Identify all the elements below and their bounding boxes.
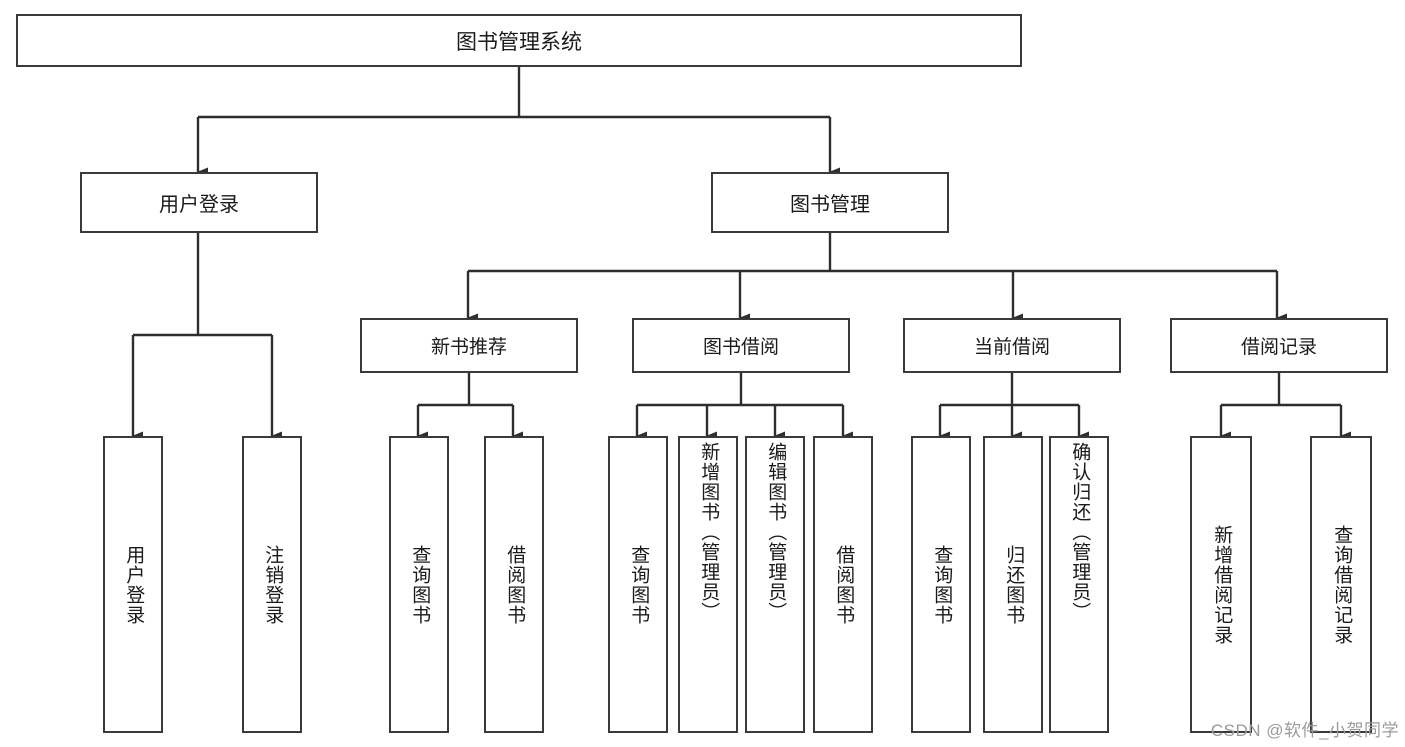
node-borrow-record[interactable]: 借阅记录 [1170,318,1388,373]
leaf-node-inner: 查询借阅记录 [1312,438,1370,731]
leaf-node-label: 确认归还（管理员） [1069,442,1091,622]
leaf-node-label: 查询图书 [628,544,650,625]
leaf-node[interactable]: 查询图书 [911,436,971,733]
leaf-node-label: 查询图书 [931,544,953,625]
leaf-node-inner: 借阅图书 [486,438,542,731]
node-current-borrow[interactable]: 当前借阅 [903,318,1121,373]
leaf-node[interactable]: 编辑图书（管理员） [745,436,805,733]
node-book-management-label: 图书管理 [790,194,870,216]
leaf-node-label: 借阅图书 [504,544,526,625]
leaf-node[interactable]: 归还图书 [983,436,1043,733]
node-new-book-recommend[interactable]: 新书推荐 [360,318,578,373]
leaf-node[interactable]: 查询借阅记录 [1310,436,1372,733]
leaf-node-inner: 查询图书 [610,438,666,731]
csdn-watermark: CSDN @软件_小贺同学 [1210,721,1399,740]
leaf-node-label: 用户登录 [123,544,145,625]
node-new-book-recommend-label: 新书推荐 [430,337,507,358]
leaf-node-inner: 新增图书（管理员） [680,438,736,735]
leaf-node-inner: 新增借阅记录 [1192,438,1250,731]
node-user-login-label: 用户登录 [159,194,239,216]
leaf-node[interactable]: 新增借阅记录 [1190,436,1252,733]
leaf-node[interactable]: 查询图书 [389,436,449,733]
leaf-node-inner: 归还图书 [985,438,1041,731]
leaf-node-label: 查询借阅记录 [1331,524,1353,645]
leaf-node-inner: 查询图书 [913,438,969,731]
node-book-borrow[interactable]: 图书借阅 [632,318,850,373]
leaf-node-label: 注销登录 [262,544,284,625]
leaf-node[interactable]: 借阅图书 [484,436,544,733]
leaf-node[interactable]: 确认归还（管理员） [1049,436,1109,733]
leaf-node[interactable]: 借阅图书 [813,436,873,733]
leaf-node-label: 归还图书 [1003,544,1025,625]
node-user-login[interactable]: 用户登录 [80,172,318,233]
leaf-node-inner: 用户登录 [105,438,161,731]
leaf-node-label: 查询图书 [409,544,431,625]
leaf-node-inner: 借阅图书 [815,438,871,731]
node-borrow-record-label: 借阅记录 [1240,337,1317,358]
node-root-label: 图书管理系统 [456,30,582,54]
leaf-node-label: 新增借阅记录 [1211,524,1233,645]
leaf-node[interactable]: 新增图书（管理员） [678,436,738,733]
leaf-node-label: 借阅图书 [833,544,855,625]
leaf-node-inner: 编辑图书（管理员） [747,438,803,735]
node-book-borrow-label: 图书借阅 [702,337,779,358]
leaf-node[interactable]: 注销登录 [242,436,302,733]
leaf-node-inner: 确认归还（管理员） [1051,438,1107,735]
leaf-node-label: 新增图书（管理员） [698,442,720,622]
node-book-management[interactable]: 图书管理 [711,172,949,233]
leaf-node[interactable]: 查询图书 [608,436,668,733]
node-current-borrow-label: 当前借阅 [973,337,1050,358]
leaf-node-label: 编辑图书（管理员） [765,442,787,622]
leaf-node-inner: 查询图书 [391,438,447,731]
leaf-node-inner: 注销登录 [244,438,300,731]
leaf-node[interactable]: 用户登录 [103,436,163,733]
node-root[interactable]: 图书管理系统 [16,14,1022,67]
